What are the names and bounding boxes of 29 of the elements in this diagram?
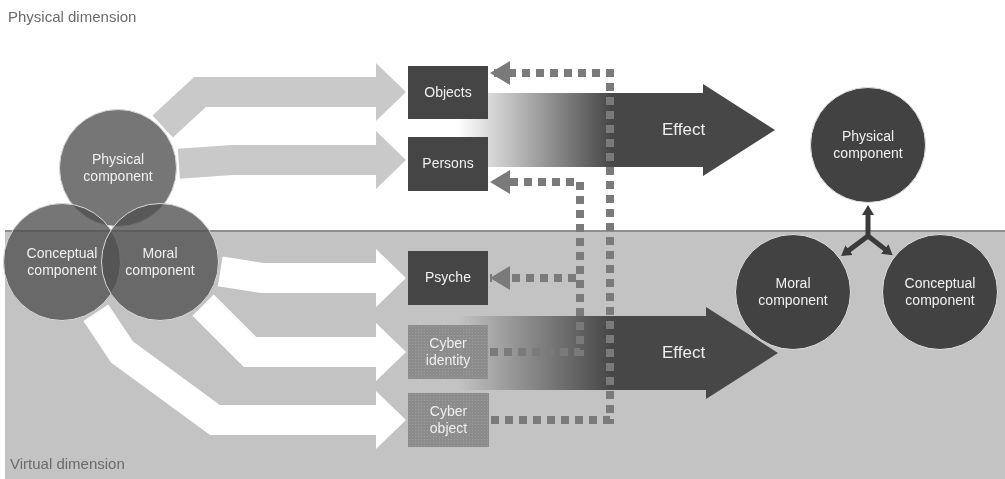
dimension-label: Virtual dimension: [10, 455, 125, 472]
node-label: Physical component: [832, 127, 904, 163]
node-label: Physical component: [82, 150, 154, 186]
flow-arrow: [217, 249, 406, 307]
node-label: Psyche: [425, 269, 471, 287]
effect-label: Effect: [662, 342, 706, 364]
node-label: Conceptual component: [903, 274, 977, 310]
effect-label: Effect: [662, 119, 706, 141]
node-label: Persons: [422, 155, 474, 173]
dotted-arrow: [490, 61, 614, 424]
flow-arrow: [192, 294, 406, 381]
dimension-label: Physical dimension: [8, 8, 137, 25]
flow-arrow: [177, 131, 406, 189]
arrow: [862, 205, 874, 236]
node-label: Moral component: [757, 274, 829, 310]
flow-arrow: [152, 63, 406, 138]
node-label: Conceptual component: [25, 244, 99, 280]
target-box: [408, 66, 488, 119]
node-label: Cyber identity: [424, 334, 472, 370]
node-label: Moral component: [124, 244, 196, 280]
cyber-box: [408, 325, 488, 379]
arrow: [839, 234, 870, 259]
node-label: Cyber object: [428, 402, 469, 438]
target-box: [408, 137, 488, 191]
node-label: Objects: [424, 83, 472, 102]
target-box: [408, 251, 488, 305]
arrow: [866, 234, 895, 258]
cyber-box: [408, 393, 489, 447]
flow-arrow: [83, 304, 406, 449]
